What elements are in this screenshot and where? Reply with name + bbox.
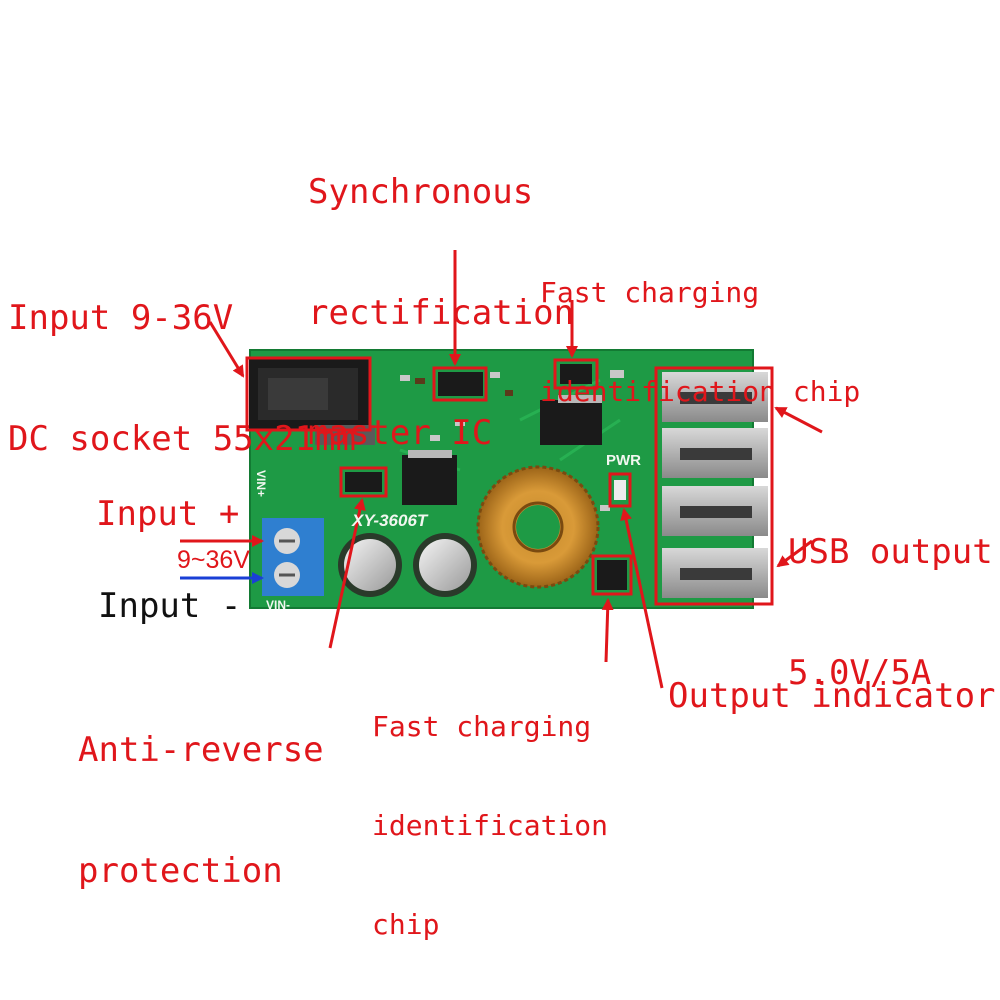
callout-arrows	[180, 250, 823, 689]
screw-terminal	[262, 518, 324, 596]
anti-reverse-arrow	[328, 498, 366, 649]
usb-port-2	[662, 428, 768, 478]
mosfet-lower	[402, 450, 457, 505]
fast-charging-chip-bottom	[591, 554, 633, 596]
usb-port-3	[662, 486, 768, 536]
input-minus-label: Input -	[98, 586, 242, 626]
usb-port-1	[662, 372, 768, 422]
anti-reverse-label: Anti-reverse protection	[78, 730, 324, 891]
sync-ic-label: Synchronous rectification master IC	[308, 172, 575, 453]
input-plus-label: Input +	[96, 494, 240, 534]
fast-chip-top-label: Fast charging identification chip	[540, 276, 861, 409]
vin-minus-label: VIN-	[266, 598, 290, 612]
pwr-label: PWR	[606, 452, 641, 469]
output-indicator-arrow	[620, 508, 664, 689]
fast-charging-chip-top	[553, 358, 599, 390]
input-socket-label: Input 9-36V DC socket 55x21mm	[8, 298, 356, 459]
fast-chip-bottom-arrow	[601, 598, 614, 663]
sync-ic	[432, 366, 488, 402]
usb-ports-highlight	[654, 366, 774, 606]
output-indicator-label: Output indicator	[668, 676, 996, 716]
usb-port-4	[662, 548, 768, 598]
usb-output-label: USB output 5.0V/5A	[788, 532, 993, 693]
anti-reverse-diode	[339, 466, 388, 498]
input-range-label: 9~36V	[177, 546, 250, 574]
dc-socket	[249, 359, 375, 445]
usb-arrow-upper	[774, 406, 823, 434]
toroid-inductor	[476, 465, 600, 589]
usb-ports	[654, 366, 774, 606]
usb-arrow-lower	[776, 539, 813, 568]
board-model-label: XY-3606T	[352, 511, 428, 530]
pwr-led	[608, 472, 632, 508]
capacitor-left	[338, 533, 402, 597]
mosfet-upper	[540, 395, 602, 445]
capacitor-right	[413, 533, 477, 597]
fast-chip-bottom-label: Fast charging identification chip	[372, 710, 609, 942]
smd-components	[400, 370, 624, 511]
input-socket-arrow	[208, 321, 245, 378]
dc-socket-highlight	[245, 356, 372, 432]
